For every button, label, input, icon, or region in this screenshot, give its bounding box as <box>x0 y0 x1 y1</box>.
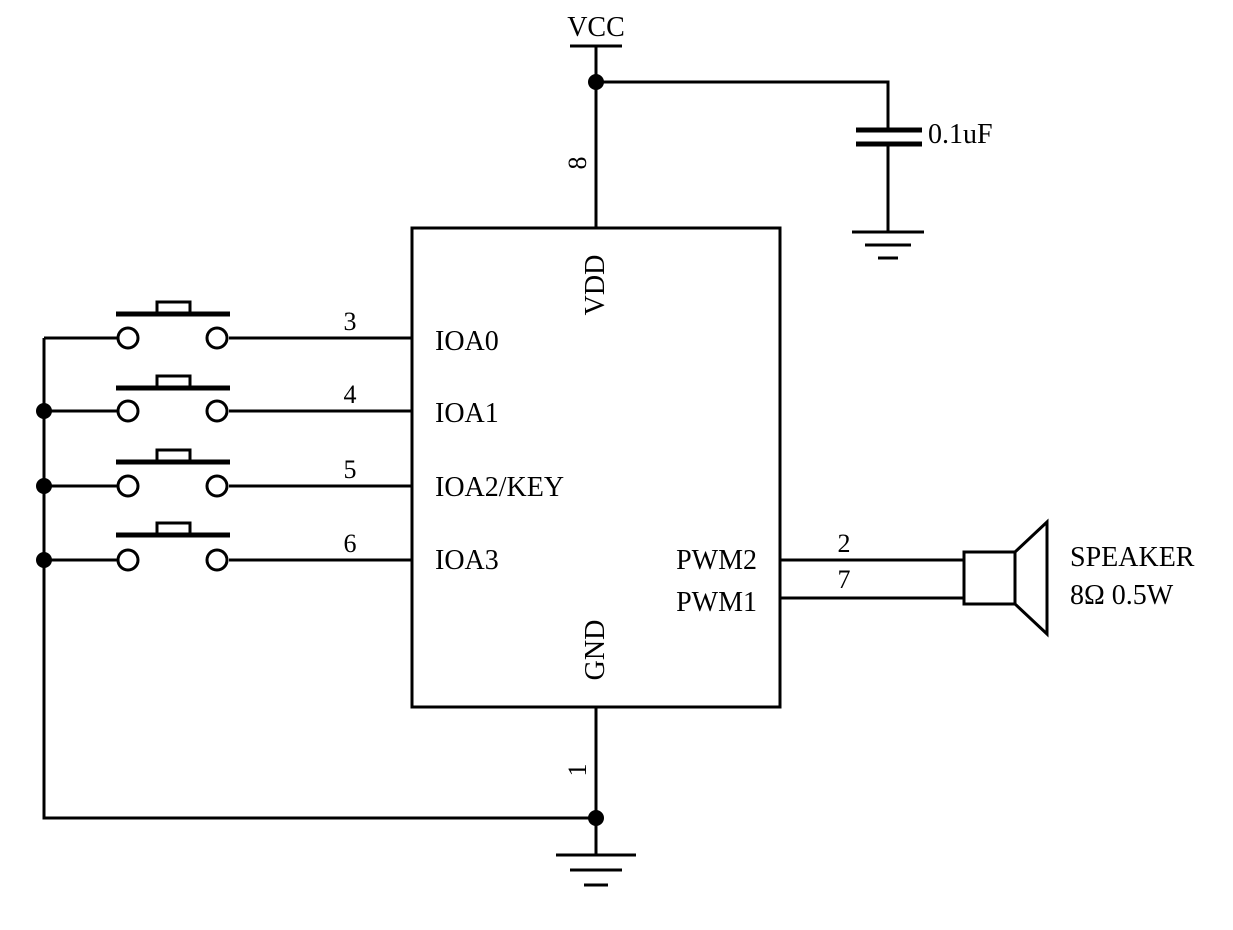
speaker-icon <box>962 518 1049 638</box>
pin-name-pwm2: PWM2 <box>676 545 757 576</box>
capacitor-value: 0.1uF <box>928 119 993 150</box>
push-button-3 <box>116 448 230 498</box>
bus-junction <box>36 478 52 494</box>
pwm-outputs: 2 7 <box>780 529 964 600</box>
pin-name-pwm1: PWM1 <box>676 587 757 618</box>
pin-name-ioa3: IOA3 <box>435 545 499 576</box>
pin-number-pwm1: 7 <box>838 565 851 594</box>
gnd-junction <box>588 810 604 826</box>
cap-top-wire <box>596 80 890 128</box>
cap-ground-icon <box>852 230 924 260</box>
pin-number-ioa1: 4 <box>344 380 357 409</box>
pin-name-gnd: GND <box>580 620 611 681</box>
ic-chip: VDD GND IOA0 IOA1 IOA2/KEY IOA3 PWM2 PWM… <box>410 226 782 709</box>
pin-name-ioa0: IOA0 <box>435 326 499 357</box>
pin-number-gnd: 1 <box>563 764 592 777</box>
pin-number-ioa2: 5 <box>344 455 357 484</box>
speaker-name: SPEAKER <box>1070 542 1195 573</box>
pin-number-pwm2: 2 <box>838 529 851 558</box>
speaker-rating: 8Ω 0.5W <box>1070 580 1174 611</box>
ground-icon <box>556 853 636 887</box>
pin-number-ioa0: 3 <box>344 307 357 336</box>
ic-body <box>410 226 782 709</box>
pin-name-vdd: VDD <box>580 255 611 316</box>
bus-junction <box>36 552 52 568</box>
vcc-label: VCC <box>567 12 625 43</box>
push-button-1 <box>116 300 230 350</box>
pin-number-ioa3: 6 <box>344 529 357 558</box>
pin-name-ioa1: IOA1 <box>435 398 499 429</box>
decoupling-capacitor: 0.1uF <box>596 80 993 260</box>
button-common-bus <box>36 336 596 820</box>
pin-number-vdd: 8 <box>563 157 592 170</box>
pin-name-ioa2: IOA2/KEY <box>435 472 564 503</box>
vcc-supply: VCC 8 <box>563 12 625 228</box>
ground-connection: 1 <box>556 707 636 887</box>
push-button-4 <box>116 521 230 572</box>
push-button-2 <box>116 374 230 423</box>
bus-junction <box>36 403 52 419</box>
input-pins: 3 4 5 6 <box>229 307 412 562</box>
